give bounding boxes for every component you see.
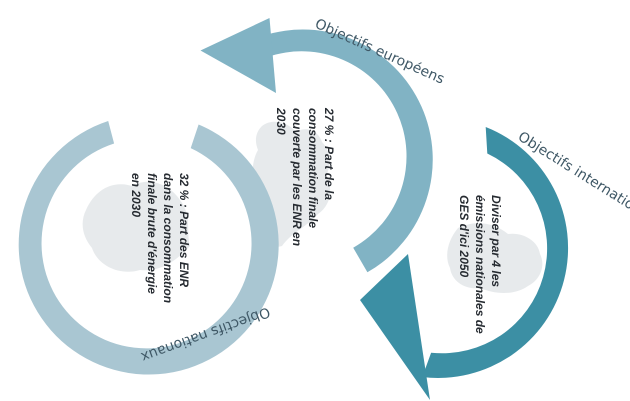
text-nationaux-line-3: finale brute d'énergie <box>145 173 159 294</box>
ring-internationaux-arrowhead <box>360 254 430 400</box>
text-internationaux-line-2: émissions nationales de <box>473 195 487 334</box>
text-europeens-line-4: 2030 <box>274 107 288 135</box>
text-internationaux-line-1: Diviser par 4 les <box>489 195 503 287</box>
ring-internationaux-arc <box>422 127 569 378</box>
text-europeens-line-3: couverte par les ENR en <box>290 108 304 246</box>
text-nationaux-line-2: dans la consommation <box>161 173 175 303</box>
text-nationaux-line-1: 32 % : Part des ENR <box>177 173 191 287</box>
text-nationaux: 32 % : Part des ENR dans la consommation… <box>129 173 191 303</box>
text-europeens-line-1: 27 % : Part de la <box>322 107 336 200</box>
text-europeens-line-2: consommation finale <box>306 108 320 228</box>
text-europeens: 27 % : Part de la consommation finale co… <box>274 107 336 246</box>
text-internationaux: Diviser par 4 les émissions nationales d… <box>457 195 503 334</box>
ring-europeens <box>200 18 433 273</box>
france-map-shape <box>82 181 190 272</box>
text-internationaux-line-3: GES d'ici 2050 <box>457 195 471 278</box>
map-background <box>82 121 543 293</box>
text-nationaux-line-4: en 2030 <box>129 173 143 217</box>
ring-europeens-arc <box>261 29 433 273</box>
world-map-shape <box>447 223 543 293</box>
ring-europeens-arrowhead <box>200 18 276 93</box>
ring-internationaux <box>360 127 569 400</box>
